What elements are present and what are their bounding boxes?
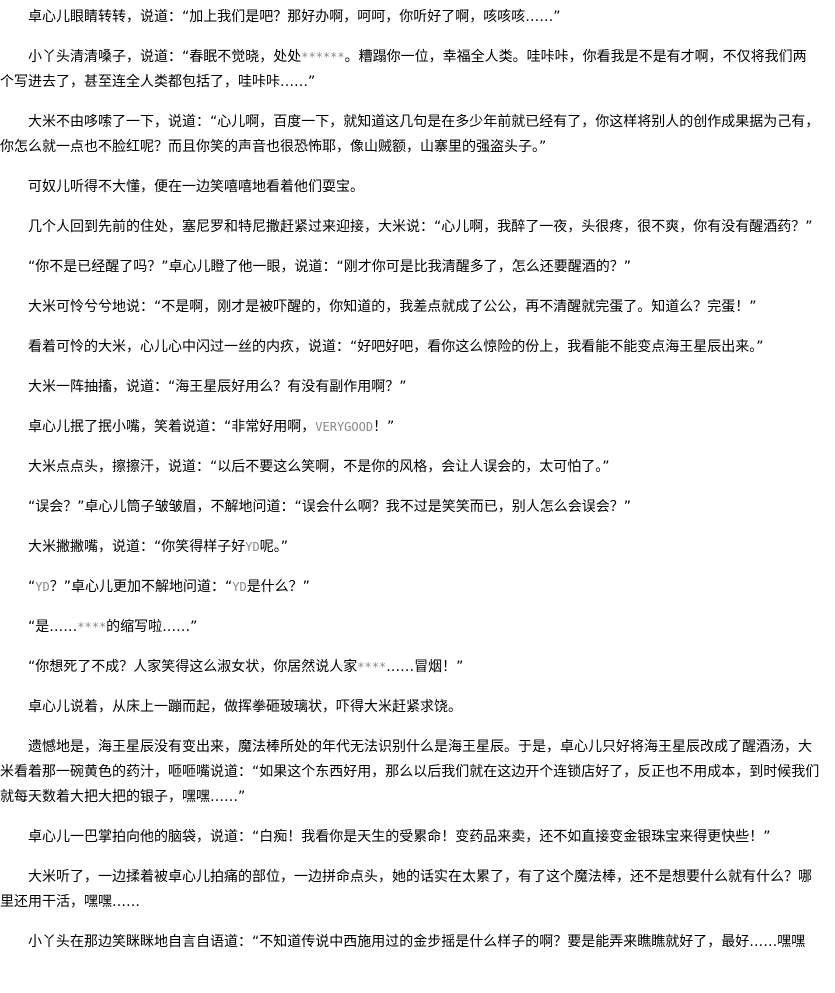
- paragraph: 遗憾地是，海王星辰没有变出来，魔法棒所处的年代无法识别什么是海王星辰。于是，卓心…: [0, 735, 820, 810]
- paragraph-text: “: [28, 579, 36, 595]
- paragraph-text: 大米可怜兮兮地说：“不是啊，刚才是被吓醒的，你知道的，我差点就成了公公，再不清醒…: [28, 299, 757, 315]
- paragraph: 卓心儿一巴掌拍向他的脑袋，说道：“白痴！我看你是天生的受累命！变药品来卖，还不如…: [0, 825, 820, 850]
- paragraph-text: “你想死了不成？人家笑得这么淑女状，你居然说人家: [28, 659, 358, 675]
- paragraph-text: 遗憾地是，海王星辰没有变出来，魔法棒所处的年代无法识别什么是海王星辰。于是，卓心…: [0, 739, 820, 805]
- paragraph: 大米撇撇嘴，说道：“你笑得样子好YD呢。”: [0, 535, 820, 560]
- censored-text: YD: [232, 580, 247, 594]
- paragraph: 大米点点头，擦擦汗，说道：“以后不要这么笑啊，不是你的风格，会让人误会的，太可怕…: [0, 455, 820, 480]
- paragraph-text: ！”: [373, 419, 395, 435]
- censored-text: ****: [77, 620, 107, 634]
- paragraph-text: 卓心儿一巴掌拍向他的脑袋，说道：“白痴！我看你是天生的受累命！变药品来卖，还不如…: [28, 829, 771, 845]
- paragraph-text: 卓心儿眼睛转转，说道：“加上我们是吧？那好办啊，呵呵，你听好了啊，咳咳咳……”: [28, 9, 561, 25]
- paragraph-text: 大米撇撇嘴，说道：“你笑得样子好: [28, 539, 246, 555]
- paragraph: 卓心儿眼睛转转，说道：“加上我们是吧？那好办啊，呵呵，你听好了啊，咳咳咳……”: [0, 5, 820, 30]
- paragraph-text: 大米听了，一边揉着被卓心儿拍痛的部位，一边拼命点头，她的话实在太累了，有了这个魔…: [0, 869, 812, 910]
- document-body: 卓心儿眼睛转转，说道：“加上我们是吧？那好办啊，呵呵，你听好了啊，咳咳咳……” 小…: [0, 5, 820, 955]
- paragraph-text: 大米点点头，擦擦汗，说道：“以后不要这么笑啊，不是你的风格，会让人误会的，太可怕…: [28, 459, 610, 475]
- paragraph-text: 卓心儿说着，从床上一蹦而起，做挥拳砸玻璃状，吓得大米赶紧求饶。: [28, 699, 462, 715]
- paragraph: 几个人回到先前的住处，塞尼罗和特尼撒赶紧过来迎接，大米说：“心儿啊，我醉了一夜，…: [0, 215, 820, 240]
- censored-text: VERYGOOD: [315, 420, 374, 434]
- paragraph: 卓心儿说着，从床上一蹦而起，做挥拳砸玻璃状，吓得大米赶紧求饶。: [0, 695, 820, 720]
- paragraph-text: 几个人回到先前的住处，塞尼罗和特尼撒赶紧过来迎接，大米说：“心儿啊，我醉了一夜，…: [28, 219, 813, 235]
- paragraph: 看着可怜的大米，心儿心中闪过一丝的内疚，说道：“好吧好吧，看你这么惊险的份上，我…: [0, 335, 820, 360]
- paragraph: “你不是已经醒了吗？”卓心儿瞪了他一眼，说道：“刚才你可是比我清醒多了，怎么还要…: [0, 255, 820, 280]
- paragraph: 小丫头清清嗓子，说道：“春眠不觉晓，处处******。糟蹋你一位，幸福全人类。哇…: [0, 45, 820, 95]
- paragraph-text: 大米一阵抽搐，说道：“海王星辰好用么？有没有副作用啊？”: [28, 379, 407, 395]
- paragraph: 大米可怜兮兮地说：“不是啊，刚才是被吓醒的，你知道的，我差点就成了公公，再不清醒…: [0, 295, 820, 320]
- paragraph-text: ？”卓心儿更加不解地问道：“: [49, 579, 233, 595]
- paragraph-text: 大米不由哆嗦了一下，说道：“心儿啊，百度一下，就知道这几句是在多少年前就已经有了…: [0, 114, 820, 155]
- censored-text: ****: [357, 660, 387, 674]
- paragraph-text: 。糟蹋你一位，幸福全人类。哇咔咔，你看我是不是有才啊，不仅将我们两个写进去了，甚…: [0, 49, 807, 90]
- paragraph: 可奴儿听得不大懂，便在一边笑嘻嘻地看着他们耍宝。: [0, 175, 820, 200]
- paragraph: 小丫头在那边笑眯眯地自言自语道：“不知道传说中西施用过的金步摇是什么样子的啊？要…: [0, 930, 820, 955]
- paragraph-text: ……冒烟！”: [386, 659, 464, 675]
- paragraph-text: “你不是已经醒了吗？”卓心儿瞪了他一眼，说道：“刚才你可是比我清醒多了，怎么还要…: [28, 259, 632, 275]
- paragraph: “你想死了不成？人家笑得这么淑女状，你居然说人家****……冒烟！”: [0, 655, 820, 680]
- censored-text: YD: [35, 580, 50, 594]
- paragraph: 大米不由哆嗦了一下，说道：“心儿啊，百度一下，就知道这几句是在多少年前就已经有了…: [0, 110, 820, 160]
- censored-text: YD: [245, 540, 260, 554]
- paragraph-text: 的缩写啦……”: [106, 619, 198, 635]
- paragraph: “YD？”卓心儿更加不解地问道：“YD是什么？”: [0, 575, 820, 600]
- paragraph-text: 卓心儿抿了抿小嘴，笑着说道：“非常好用啊，: [28, 419, 316, 435]
- paragraph: “是……****的缩写啦……”: [0, 615, 820, 640]
- paragraph-text: 小丫头清清嗓子，说道：“春眠不觉晓，处处: [28, 49, 302, 65]
- paragraph-text: 可奴儿听得不大懂，便在一边笑嘻嘻地看着他们耍宝。: [28, 179, 364, 195]
- paragraph-text: 小丫头在那边笑眯眯地自言自语道：“不知道传说中西施用过的金步摇是什么样子的啊？要…: [28, 934, 806, 950]
- paragraph-text: 看着可怜的大米，心儿心中闪过一丝的内疚，说道：“好吧好吧，看你这么惊险的份上，我…: [28, 339, 764, 355]
- censored-text: ******: [301, 50, 345, 64]
- paragraph: “误会？”卓心儿筒子皱皱眉，不解地问道：“误会什么啊？我不过是笑笑而已，别人怎么…: [0, 495, 820, 520]
- paragraph: 大米一阵抽搐，说道：“海王星辰好用么？有没有副作用啊？”: [0, 375, 820, 400]
- paragraph-text: 是什么？”: [246, 579, 310, 595]
- paragraph-text: “是……: [28, 619, 78, 635]
- paragraph: 卓心儿抿了抿小嘴，笑着说道：“非常好用啊，VERYGOOD！”: [0, 415, 820, 440]
- paragraph: 大米听了，一边揉着被卓心儿拍痛的部位，一边拼命点头，她的话实在太累了，有了这个魔…: [0, 865, 820, 915]
- paragraph-text: 呢。”: [259, 539, 288, 555]
- paragraph-text: “误会？”卓心儿筒子皱皱眉，不解地问道：“误会什么啊？我不过是笑笑而已，别人怎么…: [28, 499, 632, 515]
